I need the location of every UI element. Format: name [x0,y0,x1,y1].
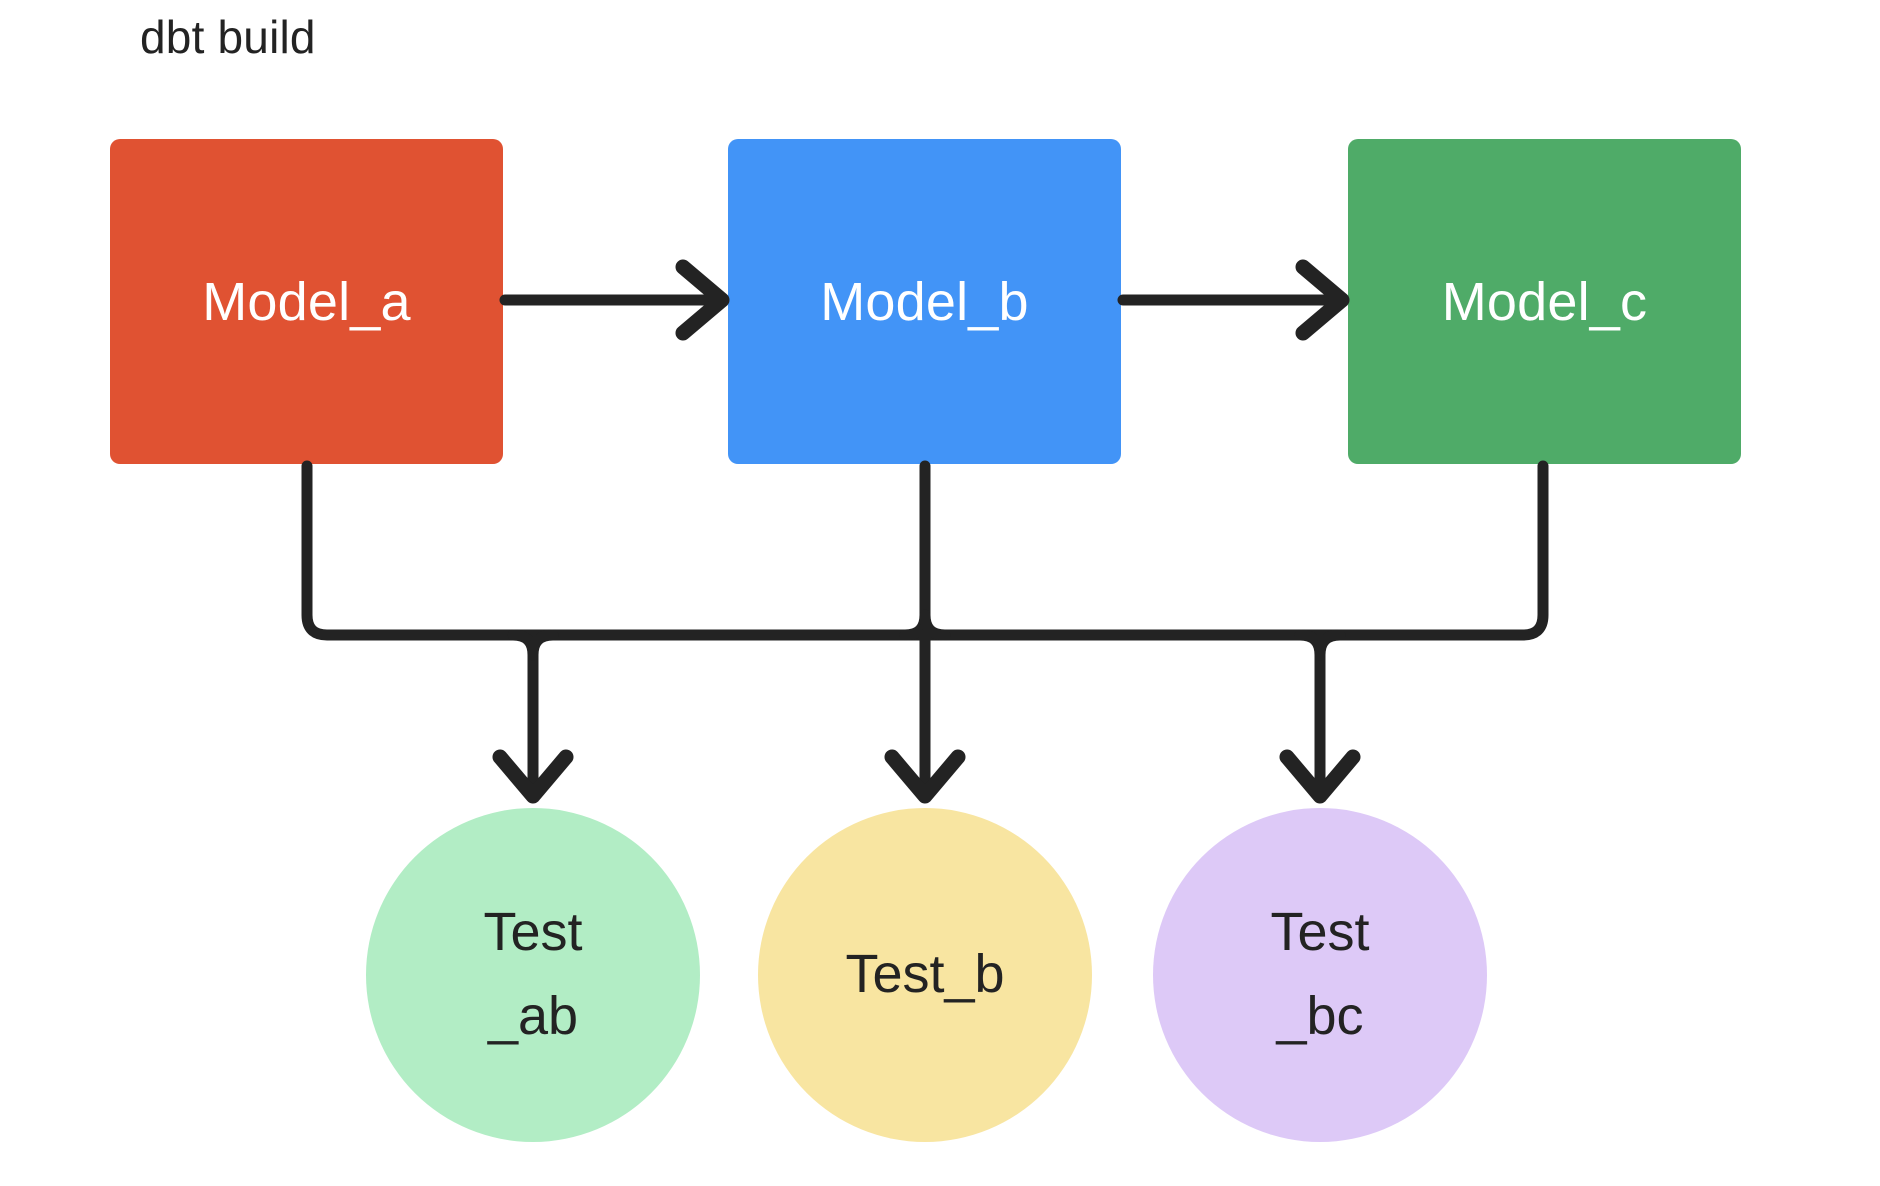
edge-model-a-to-model-b [499,259,730,341]
edge-model-b-to-model-c [1117,259,1350,341]
node-model-c[interactable] [1348,139,1741,464]
node-test-ab[interactable] [366,808,700,1142]
node-model-a[interactable] [110,139,503,464]
node-test-b[interactable] [758,808,1092,1142]
page-title: dbt build [140,11,316,63]
edge-junction-to-test-bc [1279,629,1361,804]
edge-model-c-to-test-bc [550,460,1549,641]
edge-junction-to-test-ab [492,629,574,804]
edge-junction-model-b [899,609,951,641]
edge-model-a-to-test-ab [301,460,1302,641]
node-model-b[interactable] [728,139,1121,464]
node-test-bc[interactable] [1153,808,1487,1142]
